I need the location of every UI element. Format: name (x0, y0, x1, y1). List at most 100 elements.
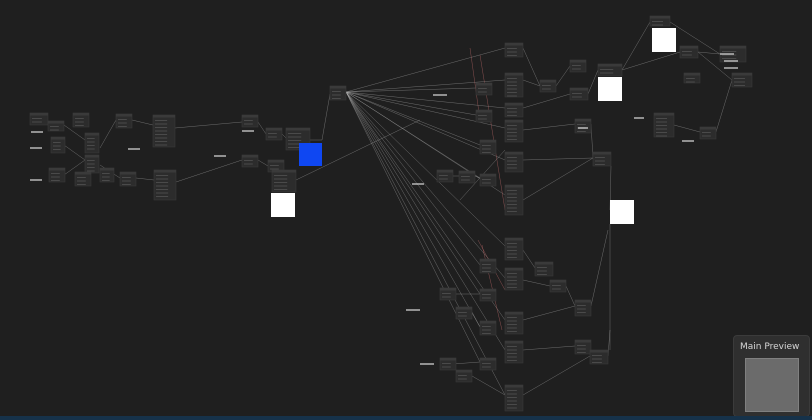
graph-node[interactable] (455, 306, 473, 320)
graph-node[interactable] (504, 151, 524, 173)
graph-edge (296, 120, 420, 180)
graph-node[interactable] (479, 139, 497, 155)
graph-node[interactable] (479, 258, 497, 274)
graph-edge (472, 312, 480, 327)
graph-node[interactable] (649, 15, 671, 27)
graph-node[interactable] (549, 279, 567, 293)
graph-node[interactable] (592, 151, 612, 167)
white-color-swatch[interactable] (598, 77, 622, 101)
graph-node[interactable] (241, 154, 259, 168)
graph-node[interactable] (504, 42, 524, 58)
graph-node[interactable] (475, 82, 493, 96)
graph-node[interactable] (569, 59, 587, 73)
graph-node[interactable] (504, 72, 524, 98)
graph-edge (346, 48, 505, 92)
graph-node[interactable] (267, 159, 285, 173)
graph-node[interactable] (50, 136, 66, 154)
graph-node[interactable] (504, 119, 524, 143)
graph-node[interactable] (241, 114, 259, 128)
graph-node[interactable] (458, 170, 476, 184)
graph-node[interactable] (574, 339, 592, 355)
white-color-swatch[interactable] (652, 28, 676, 52)
graph-node[interactable] (99, 167, 115, 183)
blue-color-swatch[interactable] (299, 143, 322, 166)
graph-node[interactable] (329, 85, 347, 101)
graph-node[interactable] (47, 120, 65, 132)
graph-node[interactable] (479, 173, 497, 187)
graph-node[interactable] (455, 369, 473, 383)
graph-node[interactable] (597, 63, 623, 77)
node-property-label (242, 130, 254, 132)
graph-node[interactable] (504, 311, 524, 335)
white-color-swatch[interactable] (610, 200, 634, 224)
graph-node[interactable] (475, 109, 493, 123)
graph-node[interactable] (48, 167, 66, 183)
node-property-label (720, 53, 734, 55)
graph-edge (346, 92, 505, 278)
graph-node[interactable] (115, 113, 133, 129)
node-property-label (578, 127, 588, 129)
graph-node[interactable] (679, 45, 699, 59)
graph-node[interactable] (574, 118, 592, 134)
node-property-label (420, 363, 434, 365)
graph-node[interactable] (153, 169, 177, 201)
graph-node[interactable] (731, 72, 753, 88)
graph-node[interactable] (29, 112, 49, 126)
graph-edge (346, 92, 505, 246)
graph-node[interactable] (504, 184, 524, 216)
graph-edge (698, 52, 732, 80)
graph-edge (622, 52, 680, 70)
graph-edge (523, 80, 540, 86)
graph-node[interactable] (504, 102, 524, 118)
graph-node[interactable] (479, 288, 497, 302)
graph-node[interactable] (574, 299, 592, 317)
graph-node[interactable] (439, 287, 457, 301)
graph-edge (132, 120, 153, 125)
graph-node[interactable] (74, 171, 92, 187)
graph-edge (716, 80, 732, 132)
graph-edge (523, 124, 575, 130)
graph-node[interactable] (589, 349, 609, 365)
graph-edge (176, 160, 242, 182)
graph-node[interactable] (436, 169, 454, 183)
graph-node[interactable] (504, 267, 524, 291)
graph-edge (608, 330, 610, 356)
graph-node[interactable] (72, 112, 90, 128)
graph-node[interactable] (504, 384, 524, 412)
graph-edge (588, 70, 598, 94)
graph-node[interactable] (504, 340, 524, 364)
graph-nodes (29, 15, 753, 412)
graph-node[interactable] (479, 320, 497, 336)
graph-edge (475, 176, 480, 178)
graph-edge (100, 120, 116, 148)
main-preview-panel[interactable]: Main Preview (733, 335, 810, 417)
main-preview-viewport (745, 358, 799, 412)
graph-edge (622, 22, 650, 70)
graph-edge (322, 94, 330, 140)
graph-node[interactable] (152, 114, 176, 148)
graph-node[interactable] (479, 357, 497, 371)
graph-node[interactable] (504, 237, 524, 261)
node-property-label (406, 309, 420, 311)
graph-edge (591, 230, 608, 306)
white-color-swatch[interactable] (271, 193, 295, 217)
graph-node[interactable] (271, 169, 297, 193)
graph-edge (346, 92, 480, 294)
graph-node[interactable] (265, 127, 283, 141)
graph-node[interactable] (699, 126, 717, 140)
graph-node[interactable] (569, 87, 589, 101)
graph-node[interactable] (534, 261, 554, 277)
graph-node[interactable] (439, 357, 457, 371)
graph-node[interactable] (84, 154, 100, 174)
graph-edge (258, 160, 268, 166)
graph-edge (523, 48, 540, 86)
graph-node[interactable] (683, 72, 701, 84)
graph-node[interactable] (119, 171, 137, 187)
graph-node[interactable] (539, 79, 557, 93)
graph-edge (591, 124, 593, 158)
graph-node[interactable] (84, 132, 100, 154)
graph-node[interactable] (653, 112, 675, 138)
node-property-label (724, 60, 738, 62)
node-property-label (634, 117, 644, 119)
